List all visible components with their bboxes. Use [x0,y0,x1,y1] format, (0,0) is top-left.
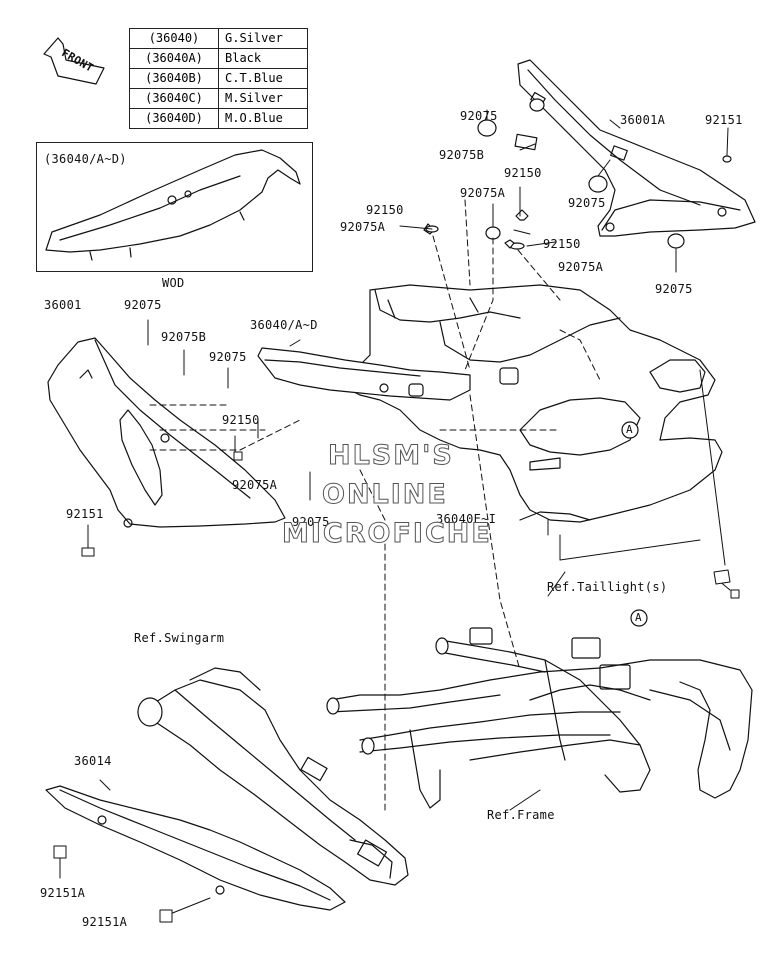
callout-36040: 36040/A~D [250,318,318,332]
color-code: (36040) [129,28,219,49]
leader-lines [59,109,731,917]
callout-92075A: 92075A [460,186,506,200]
callout-92075: 92075 [209,350,247,364]
inset-caption: WOD [162,276,185,290]
grommets [423,98,732,250]
table-row: (36040D) M.O.Blue [129,108,308,129]
callout-92075A: 92075A [232,478,278,492]
callout-92075B: 92075B [439,148,485,162]
table-row: (36040B) C.T.Blue [129,68,308,89]
color-name: M.Silver [218,88,308,109]
inset-label: (36040/A~D) [44,152,127,166]
cover-36001-shape [47,337,286,528]
watermark-line: MICROFICHE [282,518,492,549]
callout-36014: 36014 [74,754,112,768]
color-name: Black [218,48,308,69]
frame-shape [326,627,753,809]
callout-92151: 92151 [66,507,104,521]
callout-92075: 92075 [460,109,498,123]
watermark-line: ONLINE [322,479,448,510]
swingarm-shape [137,667,409,886]
table-row: (36040C) M.Silver [129,88,308,109]
callout-92075: 92075 [568,196,606,210]
callout-92075A: 92075A [558,260,604,274]
callout-92150: 92150 [222,413,260,427]
color-code: (36040A) [129,48,219,69]
callout-36001: 36001 [44,298,82,312]
callout-92075: 92075 [292,515,330,529]
inset-cover-shape [45,149,301,261]
callout-36040E: 36040E~I [436,512,497,526]
callout-92150: 92150 [504,166,542,180]
callout-92151A: 92151A [40,886,86,900]
color-name: C.T.Blue [218,68,308,89]
marker-a-label: A [626,423,633,436]
callout-92150: 92150 [543,237,581,251]
callout-92075A: 92075A [340,220,386,234]
inset-box [36,142,313,272]
color-name: G.Silver [218,28,308,49]
callout-92150: 92150 [366,203,404,217]
ref-swingarm-label: Ref.Swingarm [134,631,225,645]
cover-36001A-shape [517,59,756,237]
callout-92075: 92075 [655,282,693,296]
table-row: (36040A) Black [129,48,308,69]
bolts [53,451,740,923]
color-code: (36040B) [129,68,219,89]
color-name: M.O.Blue [218,108,308,129]
marker-a-label: A [635,611,642,624]
ref-frame-label: Ref.Frame [487,808,555,822]
color-code: (36040C) [129,88,219,109]
table-row: (36040) G.Silver [129,28,308,49]
dashed-assembly-lines [149,199,601,811]
callout-36001A: 36001A [620,113,666,127]
ref-taillight-label: Ref.Taillight(s) [547,580,668,594]
watermark-line: HLSM'S [328,440,454,471]
chain-guard-36014-shape [45,785,346,911]
side-panel-36040-shape [257,347,471,401]
callout-92075B: 92075B [161,330,207,344]
callout-92151A: 92151A [82,915,128,929]
callout-92151: 92151 [705,113,743,127]
front-arrow-icon [43,37,105,85]
circle-markers [621,421,648,627]
callout-92075: 92075 [124,298,162,312]
color-code: (36040D) [129,108,219,129]
color-code-table: (36040) G.Silver (36040A) Black (36040B)… [129,28,308,129]
